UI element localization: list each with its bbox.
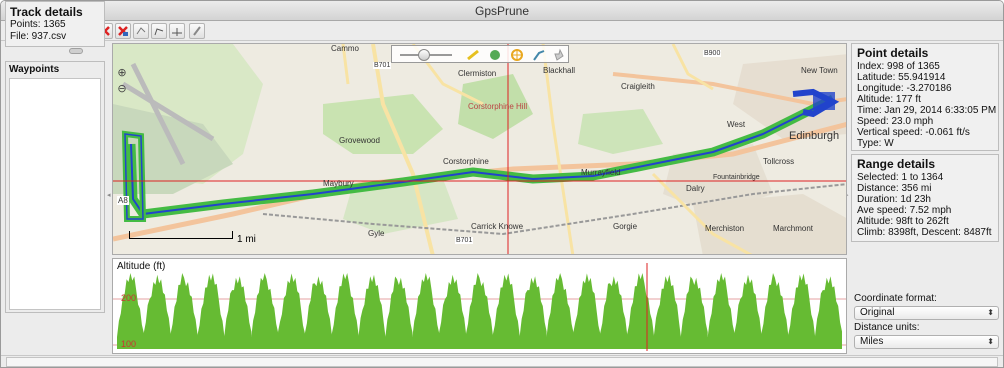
scale-bar xyxy=(129,231,233,239)
map-transparency-slider[interactable] xyxy=(418,49,430,61)
coordinate-format-label: Coordinate format: xyxy=(854,293,937,304)
map-label: Tollcross xyxy=(763,157,795,166)
globe-icon[interactable] xyxy=(488,48,502,62)
pin-icon[interactable] xyxy=(189,23,205,39)
map-label: Edinburgh xyxy=(789,130,840,142)
road-label: B900 xyxy=(703,50,722,57)
distance-units-select[interactable]: Miles ⬍ xyxy=(854,335,999,349)
map-label: Carrick Knowe xyxy=(471,222,524,231)
waypoints-list[interactable] xyxy=(9,78,101,310)
point-speed: Speed: 23.0 mph xyxy=(857,116,934,127)
map-label: Gyle xyxy=(368,229,385,238)
map-label: New Town xyxy=(801,66,838,75)
map-controls xyxy=(391,45,569,63)
title-bar: GpsPrune xyxy=(1,1,1003,21)
scale-label: 1 mi xyxy=(237,234,256,245)
window-title: GpsPrune xyxy=(474,4,530,18)
left-splitter-handle[interactable]: ◂ xyxy=(107,192,111,199)
chevron-updown-icon: ⬍ xyxy=(987,337,994,346)
track-file: File: 937.csv xyxy=(10,31,67,42)
map-canvas xyxy=(113,44,846,254)
panel-slider-handle[interactable] xyxy=(69,48,83,54)
zoom-out-icon[interactable]: ⊖ xyxy=(117,83,127,95)
map-label: Dalry xyxy=(686,184,705,193)
altitude-tick-low: 100 xyxy=(121,339,137,349)
range-details-panel: Range details Selected: 1 to 1364 Distan… xyxy=(851,154,999,242)
range-ave-speed: Ave speed: 7.52 mph xyxy=(857,205,952,216)
point-longitude: Longitude: -3.270186 xyxy=(857,83,952,94)
map-label: Craigleith xyxy=(621,82,655,91)
waypoints-label: Waypoints xyxy=(9,64,60,75)
track-points: Points: 1365 xyxy=(10,19,66,30)
map-label: Fountainbridge xyxy=(713,174,760,181)
point-altitude: Altitude: 177 ft xyxy=(857,94,921,105)
map-view[interactable]: Cammo Clermiston Blackhall Craigleith Ne… xyxy=(112,43,847,255)
road-label: B701 xyxy=(455,237,474,244)
range-altitude: Altitude: 98ft to 262ft xyxy=(857,216,949,227)
point-vertical-speed: Vertical speed: -0.061 ft/s xyxy=(857,127,970,138)
map-label: Corstorphine xyxy=(443,157,489,166)
altitude-title: Altitude (ft) xyxy=(117,261,166,272)
edit-point-icon[interactable] xyxy=(151,23,167,39)
coordinate-format-select[interactable]: Original ⬍ xyxy=(854,306,999,320)
chevron-updown-icon: ⬍ xyxy=(987,308,994,317)
map-label: Clermiston xyxy=(458,69,497,78)
range-selected: Selected: 1 to 1364 xyxy=(857,172,944,183)
point-details-panel: Point details Index: 998 of 1365 Latitud… xyxy=(851,43,999,151)
point-type: Type: W xyxy=(857,138,894,149)
altitude-profile[interactable]: 200 100 xyxy=(112,258,847,354)
map-label: Grovewood xyxy=(339,136,380,145)
distance-units-label: Distance units: xyxy=(854,322,920,333)
road-label: A8 xyxy=(117,196,129,205)
zoom-in-icon[interactable]: ⊕ xyxy=(117,67,127,79)
target-icon[interactable] xyxy=(510,48,524,62)
point-time: Time: Jan 29, 2014 6:33:05 PM xyxy=(857,105,997,116)
connect-points-icon[interactable] xyxy=(532,48,546,62)
distance-units-value: Miles xyxy=(860,336,884,347)
map-label: West xyxy=(727,120,746,129)
range-distance: Distance: 356 mi xyxy=(857,183,932,194)
map-label: Merchiston xyxy=(705,224,745,233)
map-label: Blackhall xyxy=(543,66,576,75)
track-details-panel: Track details Points: 1365 File: 937.csv xyxy=(5,1,105,47)
point-details-title: Point details xyxy=(857,46,929,60)
track-details-title: Track details xyxy=(10,5,83,19)
waypoints-panel: Waypoints xyxy=(5,61,105,313)
range-climb: Climb: 8398ft, Descent: 8487ft xyxy=(857,227,992,238)
map-label: Murrayfield xyxy=(581,168,621,177)
timeline-icon[interactable] xyxy=(169,23,185,39)
point-latitude: Latitude: 55.941914 xyxy=(857,72,946,83)
status-text-box xyxy=(6,357,998,367)
map-label: Maybury xyxy=(323,179,354,188)
coordinate-format-value: Original xyxy=(860,307,895,318)
delete-range-icon[interactable] xyxy=(115,23,131,39)
point-index: Index: 998 of 1365 xyxy=(857,61,940,72)
hand-icon[interactable] xyxy=(552,48,566,62)
connect-icon[interactable] xyxy=(133,23,149,39)
gps-track xyxy=(121,88,840,222)
altitude-area xyxy=(117,273,842,349)
road-label: B701 xyxy=(373,62,392,69)
altitude-chart xyxy=(113,263,846,351)
range-duration: Duration: 1d 23h xyxy=(857,194,931,205)
map-label: Marchmont xyxy=(773,224,814,233)
ruler-icon[interactable] xyxy=(466,48,480,62)
map-label: Cammo xyxy=(331,44,360,53)
map-label: Gorgie xyxy=(613,222,638,231)
altitude-tick-high: 200 xyxy=(121,293,137,303)
toolbar xyxy=(1,21,1003,41)
map-label: Corstorphine Hill xyxy=(468,102,528,111)
range-details-title: Range details xyxy=(857,157,936,171)
